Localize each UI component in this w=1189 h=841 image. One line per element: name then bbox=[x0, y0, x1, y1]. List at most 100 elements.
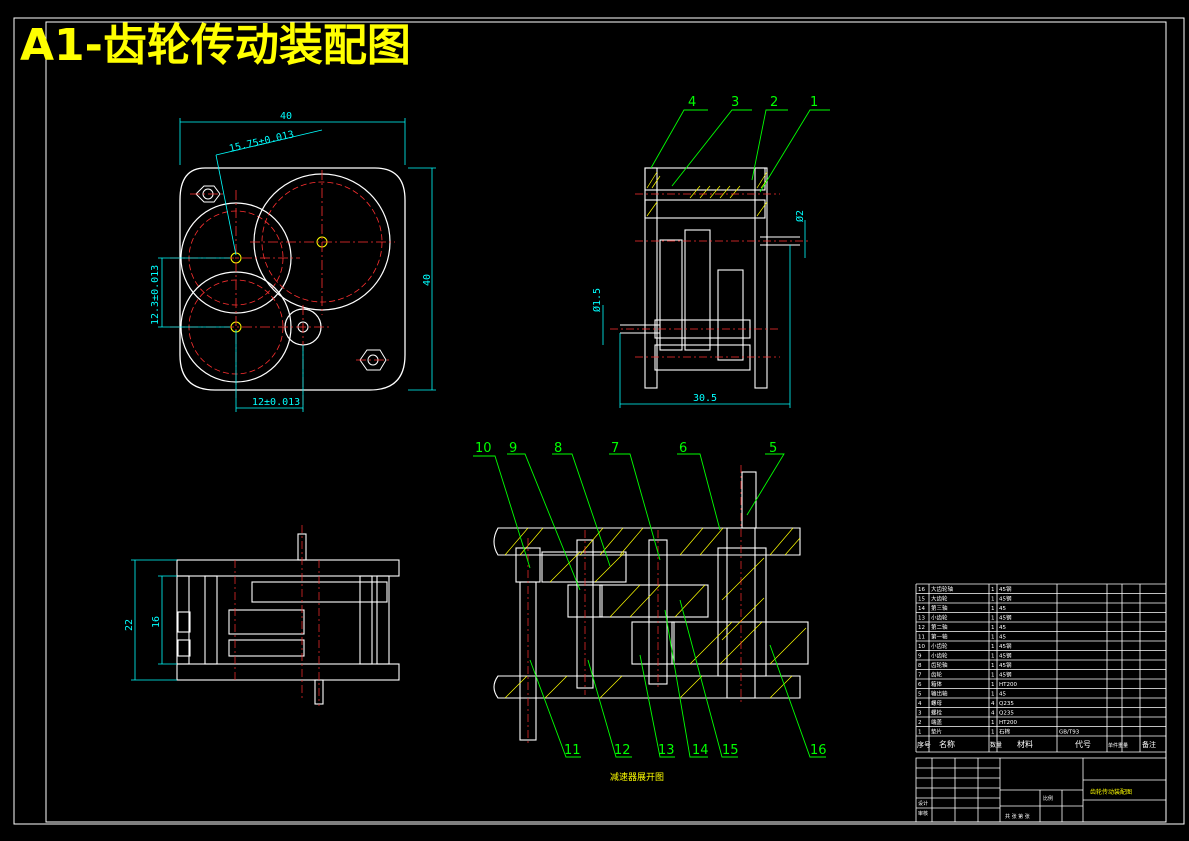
bom-cell-material: 45 bbox=[999, 635, 1006, 641]
bom-cell-index: 9 bbox=[918, 654, 922, 660]
balloon-2: 2 bbox=[770, 95, 778, 110]
bom-cell-material: Q235 bbox=[999, 701, 1014, 707]
bom-cell-qty: 1 bbox=[991, 597, 995, 603]
dim-center-a: 15.75±0.013 bbox=[228, 129, 295, 155]
bom-cell-name: 垫片 bbox=[931, 728, 942, 736]
bom-cell-name: 大齿轮 bbox=[931, 595, 948, 603]
bom-cell-index: 10 bbox=[918, 644, 925, 650]
bom-cell-material: 石棉 bbox=[999, 728, 1011, 736]
bom-cell-qty: 1 bbox=[991, 673, 995, 679]
bom-cell-qty: 1 bbox=[991, 654, 995, 660]
balloon-16: 16 bbox=[810, 743, 827, 758]
bom-cell-name: 第三轴 bbox=[931, 604, 948, 612]
bom-cell-name: 箱体 bbox=[931, 680, 943, 688]
bom-cell-qty: 4 bbox=[991, 711, 995, 717]
dim-bottom-outer: 22 bbox=[124, 619, 135, 631]
bom-cell-name: 螺母 bbox=[931, 699, 943, 707]
bom-cell-qty: 1 bbox=[991, 663, 995, 669]
balloon-10: 10 bbox=[475, 441, 492, 456]
bom-header-material: 材料 bbox=[1017, 739, 1033, 749]
title-block-designer: 设计 bbox=[918, 800, 928, 807]
bom-cell-qty: 1 bbox=[991, 616, 995, 622]
balloon-13: 13 bbox=[658, 743, 675, 758]
bom-cell-material: HT200 bbox=[999, 682, 1017, 688]
bom-header-name: 名称 bbox=[939, 739, 955, 749]
outer-border bbox=[13, 17, 1185, 825]
bom-cell-qty: 1 bbox=[991, 587, 995, 593]
bom-cell-index: 11 bbox=[918, 635, 925, 641]
section-view: 10 9 8 7 6 5 11 12 13 14 15 16 减速器展开图 bbox=[473, 441, 827, 783]
balloon-11: 11 bbox=[564, 743, 581, 758]
bom-cell-material: 45钢 bbox=[999, 652, 1012, 660]
dim-side-width: 30.5 bbox=[693, 393, 717, 404]
bom-cell-material: 45钢 bbox=[999, 614, 1012, 622]
bom-header-index: 序号 bbox=[917, 740, 931, 749]
balloon-4: 4 bbox=[688, 95, 696, 110]
bom-cell-index: 3 bbox=[918, 711, 922, 717]
bom-cell-index: 1 bbox=[918, 730, 922, 736]
bom-header-code: 代号 bbox=[1075, 739, 1091, 749]
bolt-hex-bottom-right bbox=[359, 349, 387, 371]
bom-cell-name: 小齿轮 bbox=[931, 614, 948, 622]
bom-cell-index: 15 bbox=[918, 597, 925, 603]
bom-cell-material: 45钢 bbox=[999, 671, 1012, 679]
bom-cell-name: 小齿轮 bbox=[931, 642, 948, 650]
bom-cell-index: 7 bbox=[918, 673, 922, 679]
bottom-view: 22 16 bbox=[124, 525, 400, 706]
bom-cell-material: HT200 bbox=[999, 720, 1017, 726]
bom-cell-index: 16 bbox=[918, 587, 925, 593]
bom-cell-name: 齿轮轴 bbox=[931, 661, 948, 669]
bom-cell-name: 齿轮 bbox=[931, 671, 943, 679]
dim-center-c: 12±0.013 bbox=[252, 397, 300, 408]
bom-cell-qty: 1 bbox=[991, 606, 995, 612]
bom-header-weight: 单件重量 bbox=[1108, 742, 1128, 749]
title-block-sheet: 共 张 第 张 bbox=[1005, 813, 1030, 820]
balloon-5: 5 bbox=[769, 441, 777, 456]
balloon-8: 8 bbox=[554, 441, 562, 456]
bom-cell-index: 4 bbox=[918, 701, 922, 707]
bom-header-remark: 备注 bbox=[1142, 740, 1156, 749]
dim-shaft-bottom: Ø1.5 bbox=[591, 288, 603, 312]
bom-cell-name: 大齿轮轴 bbox=[931, 585, 954, 593]
bom-cell-name: 输出轴 bbox=[931, 690, 948, 698]
bom-cell-material: 45 bbox=[999, 606, 1006, 612]
dim-center-b: 12.3±0.013 bbox=[150, 265, 161, 325]
balloon-6: 6 bbox=[679, 441, 687, 456]
balloon-12: 12 bbox=[614, 743, 631, 758]
bom-cell-material: 45钢 bbox=[999, 642, 1012, 650]
bom-cell-name: 小齿轮 bbox=[931, 652, 948, 660]
dim-front-width: 40 bbox=[280, 111, 292, 122]
balloon-1: 1 bbox=[810, 95, 818, 110]
bom-cell-qty: 1 bbox=[991, 730, 995, 736]
title-block: 齿轮传动装配图 设计 审核 比例 共 张 第 张 bbox=[915, 757, 1167, 823]
bom-cell-index: 14 bbox=[918, 606, 925, 612]
bom-cell-qty: 1 bbox=[991, 682, 995, 688]
bom-cell-qty: 1 bbox=[991, 625, 995, 631]
bom-cell-name: 螺栓 bbox=[931, 709, 943, 717]
title-block-scale: 比例 bbox=[1043, 795, 1053, 802]
bom-cell-name: 第二轴 bbox=[931, 623, 948, 631]
bom-cell-index: 5 bbox=[918, 692, 922, 698]
dim-bottom-inner: 16 bbox=[151, 616, 162, 628]
bolt-hex-top-left bbox=[195, 185, 221, 203]
title-block-name: 齿轮传动装配图 bbox=[1090, 788, 1132, 796]
front-view: 40 40 15.75±0.013 12.3±0.013 12±0.013 bbox=[150, 111, 436, 412]
bom-cell-material: 45钢 bbox=[999, 595, 1012, 603]
balloon-15: 15 bbox=[722, 743, 739, 758]
bom-cell-index: 2 bbox=[918, 720, 922, 726]
bom-cell-index: 12 bbox=[918, 625, 925, 631]
section-caption: 减速器展开图 bbox=[610, 771, 664, 783]
bom-cell-name: 端盖 bbox=[931, 718, 943, 726]
bom-cell-index: 6 bbox=[918, 682, 922, 688]
dim-shaft-top: Ø2 bbox=[794, 210, 806, 222]
bom-cell-index: 8 bbox=[918, 663, 922, 669]
bom-cell-qty: 4 bbox=[991, 701, 995, 707]
bom-header-qty: 数量 bbox=[990, 741, 1002, 749]
bom-cell-index: 13 bbox=[918, 616, 925, 622]
title-block-checker: 审核 bbox=[918, 810, 928, 817]
drawing-title: A1-齿轮传动装配图 bbox=[20, 20, 411, 71]
bom-cell-qty: 1 bbox=[991, 635, 995, 641]
bom-cell-material: Q235 bbox=[999, 711, 1014, 717]
